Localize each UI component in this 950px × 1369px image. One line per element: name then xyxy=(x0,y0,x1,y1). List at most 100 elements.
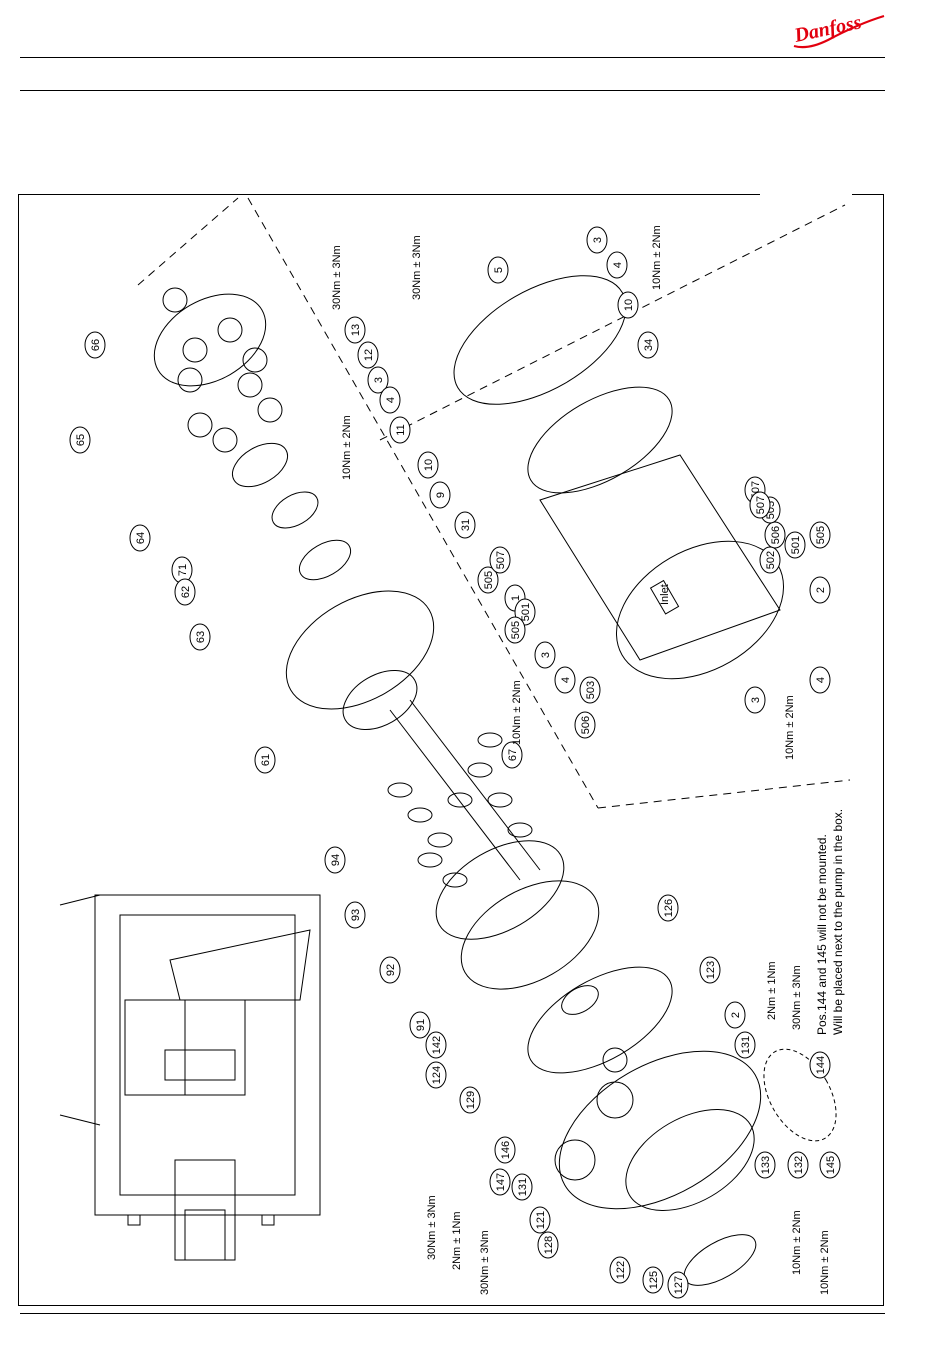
torque-label: 30Nm ± 3Nm xyxy=(331,245,343,310)
balloon-text: 505 xyxy=(815,526,827,544)
balloon-text: 1 xyxy=(510,595,522,601)
balloon xyxy=(477,566,499,594)
balloon-text: 66 xyxy=(90,339,102,351)
balloon-text: 61 xyxy=(260,754,272,766)
balloon-text: 93 xyxy=(350,909,362,921)
balloon xyxy=(454,511,476,539)
balloon xyxy=(537,1231,559,1259)
balloon xyxy=(657,894,679,922)
balloon xyxy=(637,331,659,359)
balloon-text: 63 xyxy=(195,631,207,643)
balloon-text: 501 xyxy=(790,536,802,554)
balloon-text: 146 xyxy=(500,1141,512,1159)
balloon-text: 62 xyxy=(180,586,192,598)
balloon-text: 34 xyxy=(643,339,655,351)
balloon-text: 9 xyxy=(435,492,447,498)
balloon-text: 64 xyxy=(135,532,147,544)
balloon xyxy=(425,1061,447,1089)
balloon xyxy=(489,546,511,574)
balloon xyxy=(389,416,411,444)
balloon xyxy=(809,521,831,549)
balloon-text: 503 xyxy=(585,681,597,699)
balloon xyxy=(425,1031,447,1059)
balloon xyxy=(494,1136,516,1164)
balloon xyxy=(724,1001,746,1029)
torque-label: 2Nm ± 1Nm xyxy=(766,961,778,1020)
torque-label: 10Nm ± 2Nm xyxy=(651,225,663,290)
balloon xyxy=(574,711,596,739)
balloon xyxy=(764,521,786,549)
balloon xyxy=(809,1051,831,1079)
balloon xyxy=(534,641,556,669)
balloon-text: 4 xyxy=(815,677,827,683)
note-line-2: Will be placed next to the pump in the b… xyxy=(831,809,845,1035)
balloon xyxy=(554,666,576,694)
balloon-text: 144 xyxy=(815,1056,827,1074)
balloon xyxy=(787,1151,809,1179)
balloon-text: 505 xyxy=(483,571,495,589)
balloon-text: 142 xyxy=(431,1036,443,1054)
balloon-text: 3 xyxy=(750,697,762,703)
balloon xyxy=(84,331,106,359)
balloon-text: 131 xyxy=(517,1178,529,1196)
balloon-text: 12 xyxy=(363,349,375,361)
balloon-text: 132 xyxy=(793,1156,805,1174)
balloon-text: 65 xyxy=(75,434,87,446)
balloon xyxy=(344,901,366,929)
balloon-text: 506 xyxy=(580,716,592,734)
balloon xyxy=(529,1206,551,1234)
balloon xyxy=(69,426,91,454)
balloon-text: 3 xyxy=(592,237,604,243)
torque-label: 10Nm ± 2Nm xyxy=(341,415,353,480)
balloon-text: 125 xyxy=(648,1271,660,1289)
balloon-text: 2 xyxy=(815,587,827,593)
balloon-text: 507 xyxy=(495,551,507,569)
torque-label: 2Nm ± 1Nm xyxy=(451,1211,463,1270)
balloon-text: 94 xyxy=(330,854,342,866)
balloon xyxy=(357,341,379,369)
torque-label: 30Nm ± 3Nm xyxy=(479,1230,491,1295)
balloon xyxy=(667,1271,689,1299)
balloon-text: 4 xyxy=(560,677,572,683)
balloon-text: 31 xyxy=(460,519,472,531)
balloon xyxy=(759,546,781,574)
balloon xyxy=(489,1168,511,1196)
cross-section-view xyxy=(59,894,321,1261)
balloon xyxy=(699,956,721,984)
footer-rule xyxy=(20,1313,885,1314)
torque-label: 10Nm ± 2Nm xyxy=(511,680,523,745)
balloon xyxy=(617,291,639,319)
balloon xyxy=(189,623,211,651)
balloon xyxy=(367,366,389,394)
balloon xyxy=(511,1173,533,1201)
balloon-text: 128 xyxy=(543,1236,555,1254)
danfoss-logo: Danfoss xyxy=(791,11,885,49)
balloon-text: 124 xyxy=(431,1066,443,1084)
note-line-1: Pos.144 and 145 will not be mounted. xyxy=(815,834,829,1035)
balloon-text: 133 xyxy=(760,1156,772,1174)
drawing-frame xyxy=(18,194,884,1306)
balloon-text: 3 xyxy=(373,377,385,383)
balloon xyxy=(379,386,401,414)
torque-label: 30Nm ± 3Nm xyxy=(791,965,803,1030)
balloon-text: 506 xyxy=(770,526,782,544)
balloon xyxy=(579,676,601,704)
housing xyxy=(554,1047,837,1286)
main-housing xyxy=(453,275,785,680)
balloon xyxy=(487,256,509,284)
balloon xyxy=(459,1086,481,1114)
balloon-text: 4 xyxy=(385,397,397,403)
end-plates xyxy=(435,840,673,1074)
balloon-text: 11 xyxy=(395,424,407,435)
balloon xyxy=(642,1266,664,1294)
balloon-text: 5 xyxy=(493,267,505,273)
torque-labels: 30Nm ± 3Nm 30Nm ± 3Nm 10Nm ± 2Nm 10Nm ± … xyxy=(331,225,831,1295)
balloon-text: 122 xyxy=(615,1261,627,1279)
balloon-text: 129 xyxy=(465,1091,477,1109)
balloon-text: 92 xyxy=(385,964,397,976)
balloon xyxy=(379,956,401,984)
balloon xyxy=(129,524,151,552)
balloon xyxy=(809,576,831,604)
